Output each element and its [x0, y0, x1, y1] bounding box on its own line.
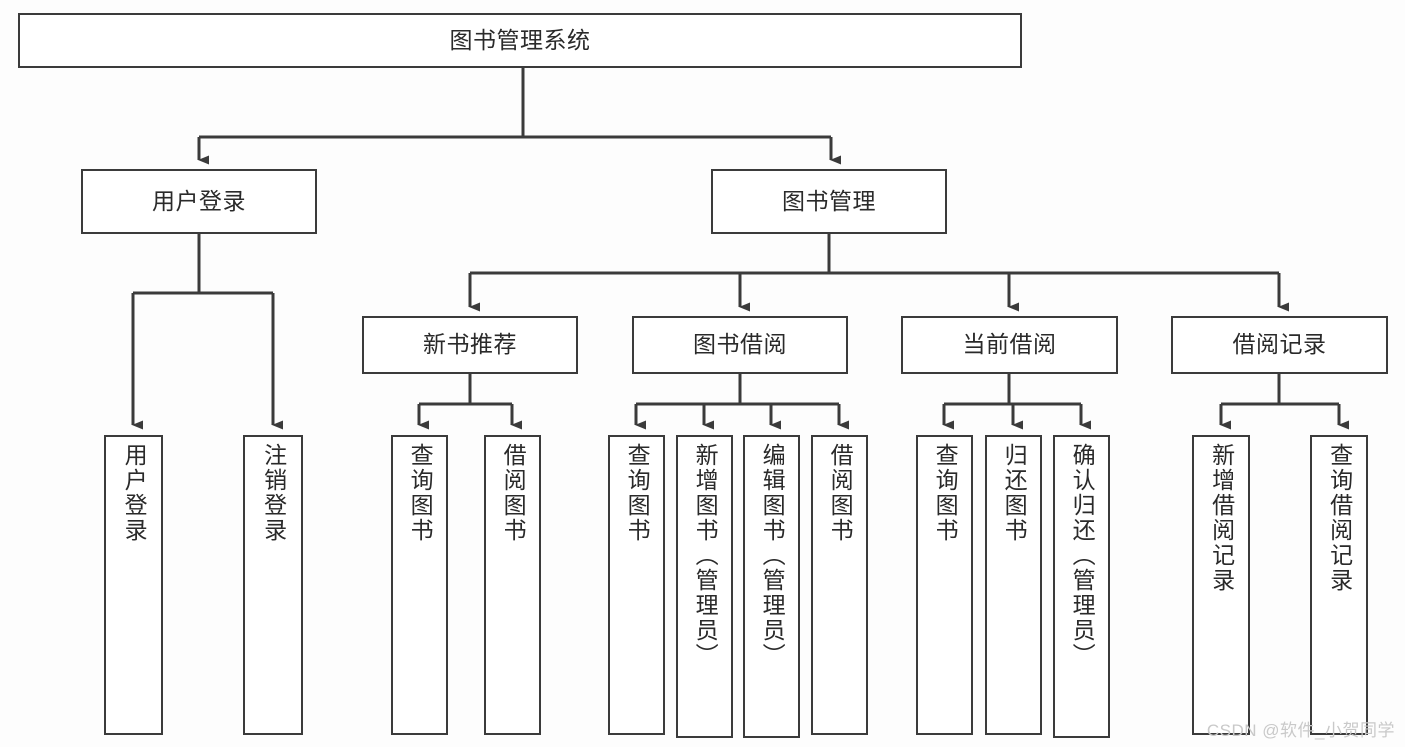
leaf-confirm-return-admin[interactable]: 确认归还（管理员）: [1053, 435, 1110, 738]
leaf-add-borrow-record[interactable]: 新增借阅记录: [1192, 435, 1250, 735]
node-new-book-recommendation[interactable]: 新书推荐: [362, 316, 578, 374]
leaf-query-borrow-record-label: 查询借阅记录: [1326, 443, 1353, 593]
leaf-add-book-admin-label: 新增图书（管理员）: [692, 443, 719, 668]
node-root[interactable]: 图书管理系统: [18, 13, 1022, 68]
node-borrow-records[interactable]: 借阅记录: [1171, 316, 1388, 374]
leaf-user-login[interactable]: 用户登录: [104, 435, 163, 735]
node-user-login-label: 用户登录: [152, 187, 246, 214]
leaf-logout[interactable]: 注销登录: [243, 435, 303, 735]
watermark-text: CSDN @软件_小贺同学: [1206, 721, 1395, 740]
node-book-management-label: 图书管理: [782, 187, 876, 214]
leaf-add-book-admin[interactable]: 新增图书（管理员）: [676, 435, 733, 738]
node-new-book-recommendation-label: 新书推荐: [423, 331, 517, 358]
leaf-query-book-current[interactable]: 查询图书: [916, 435, 973, 735]
node-book-management[interactable]: 图书管理: [711, 169, 947, 234]
leaf-logout-label: 注销登录: [260, 443, 287, 543]
leaf-borrow-book-recommend-label: 借阅图书: [500, 443, 527, 543]
leaf-edit-book-admin[interactable]: 编辑图书（管理员）: [743, 435, 800, 738]
leaf-confirm-return-admin-label: 确认归还（管理员）: [1069, 443, 1096, 668]
leaf-user-login-label: 用户登录: [121, 443, 148, 543]
leaf-edit-book-admin-label: 编辑图书（管理员）: [759, 443, 786, 668]
leaf-query-book-borrowing-label: 查询图书: [624, 443, 651, 543]
leaf-return-book[interactable]: 归还图书: [985, 435, 1042, 735]
leaf-query-book-recommend[interactable]: 查询图书: [391, 435, 448, 735]
node-borrow-records-label: 借阅记录: [1232, 331, 1327, 358]
node-book-borrowing[interactable]: 图书借阅: [632, 316, 848, 374]
node-root-label: 图书管理系统: [449, 26, 591, 53]
leaf-borrow-book-borrowing[interactable]: 借阅图书: [811, 435, 868, 735]
node-current-borrowing[interactable]: 当前借阅: [901, 316, 1118, 374]
leaf-add-borrow-record-label: 新增借阅记录: [1208, 443, 1235, 593]
leaf-query-book-current-label: 查询图书: [932, 443, 959, 543]
leaf-query-book-recommend-label: 查询图书: [407, 443, 434, 543]
leaf-query-borrow-record[interactable]: 查询借阅记录: [1310, 435, 1368, 735]
node-book-borrowing-label: 图书借阅: [693, 331, 787, 358]
leaf-borrow-book-borrowing-label: 借阅图书: [827, 443, 854, 543]
leaf-query-book-borrowing[interactable]: 查询图书: [608, 435, 665, 735]
node-current-borrowing-label: 当前借阅: [962, 331, 1057, 358]
leaf-borrow-book-recommend[interactable]: 借阅图书: [484, 435, 541, 735]
leaf-return-book-label: 归还图书: [1001, 443, 1028, 543]
node-user-login[interactable]: 用户登录: [81, 169, 317, 234]
